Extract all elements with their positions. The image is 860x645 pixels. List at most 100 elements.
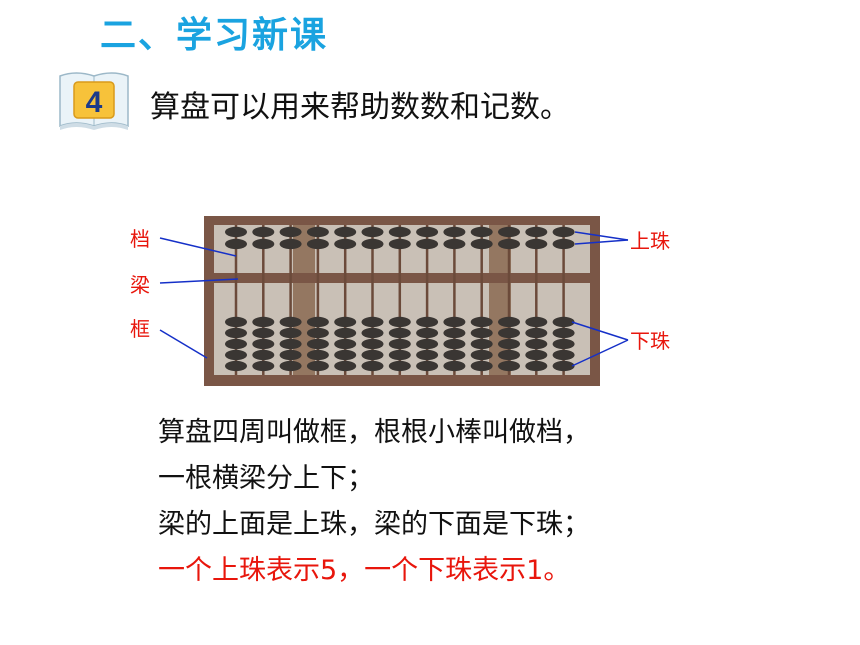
lower-bead [361, 316, 384, 328]
lower-bead [279, 316, 302, 328]
lower-bead [498, 349, 520, 361]
lower-bead [225, 360, 247, 372]
lower-bead [443, 349, 466, 361]
lower-bead [334, 349, 357, 361]
lower-bead [306, 338, 329, 350]
lower-bead [416, 349, 439, 361]
lower-bead [525, 338, 548, 350]
upper-bead [252, 238, 275, 250]
lower-bead [279, 360, 302, 372]
upper-bead [416, 226, 439, 238]
lower-bead [388, 338, 411, 350]
upper-bead [225, 226, 247, 238]
lower-bead [361, 338, 384, 350]
upper-bead [470, 238, 493, 250]
lower-bead [416, 327, 439, 339]
text-line-4-highlight: 一个上珠表示5，一个下珠表示1。 [158, 555, 571, 586]
lower-bead [388, 316, 411, 328]
upper-bead [470, 226, 493, 238]
lower-bead [252, 360, 275, 372]
lower-bead [525, 360, 548, 372]
lower-bead [388, 327, 411, 339]
upper-bead [498, 226, 520, 238]
lower-bead [552, 327, 575, 339]
lower-bead [252, 316, 275, 328]
lower-bead [498, 327, 520, 339]
upper-bead [361, 238, 384, 250]
upper-bead [443, 226, 466, 238]
beam-pointer-line [159, 278, 239, 284]
abacus-beads [225, 226, 575, 372]
lower-bead [443, 316, 466, 328]
lower-bead-label: 下珠 [630, 329, 670, 353]
upper-bead [552, 238, 575, 250]
lower-bead [279, 338, 302, 350]
lower-bead [225, 316, 247, 328]
lower-bead [252, 338, 275, 350]
lower-bead [388, 349, 411, 361]
lower-bead [279, 327, 302, 339]
frame-label: 框 [130, 317, 150, 341]
lower-bead [498, 316, 520, 328]
book-badge-icon: 4 [59, 72, 129, 130]
upper-bead [252, 226, 275, 238]
lower-bead [279, 349, 302, 361]
rod-pointer-line [159, 237, 237, 257]
text-line-1: 算盘四周叫做框，根根小棒叫做档， [158, 417, 590, 448]
lower-bead [443, 338, 466, 350]
lower-bead [334, 338, 357, 350]
upper-bead [279, 226, 302, 238]
lower-bead [443, 327, 466, 339]
lower-bead [552, 349, 575, 361]
upper-bead [306, 238, 329, 250]
lower-bead [552, 316, 575, 328]
upper-bead [416, 238, 439, 250]
badge-number: 4 [86, 86, 103, 119]
upper-bead [334, 238, 357, 250]
frame-pointer-line [159, 329, 208, 359]
lower-bead [361, 360, 384, 372]
lower-bead [498, 360, 520, 372]
lower-bead [525, 316, 548, 328]
upper-bead [498, 238, 520, 250]
beam-label: 梁 [130, 273, 150, 297]
lower-bead-pointer-line [571, 321, 629, 341]
lower-bead [416, 360, 439, 372]
lower-bead [552, 338, 575, 350]
upper-bead [225, 238, 247, 250]
lower-bead [252, 327, 275, 339]
intro-text: 算盘可以用来帮助数数和记数。 [150, 90, 570, 125]
upper-bead [306, 226, 329, 238]
text-line-2: 一根横梁分上下； [158, 463, 374, 494]
upper-bead [279, 238, 302, 250]
lower-bead [334, 360, 357, 372]
upper-bead [334, 226, 357, 238]
lower-bead [361, 327, 384, 339]
lower-bead [416, 338, 439, 350]
lower-bead [470, 360, 493, 372]
upper-bead [443, 238, 466, 250]
lower-bead [225, 327, 247, 339]
text-line-3: 梁的上面是上珠，梁的下面是下珠； [158, 509, 590, 540]
upper-bead-label: 上珠 [630, 229, 670, 253]
lower-bead-pointer-line [571, 339, 629, 367]
upper-bead [388, 238, 411, 250]
lower-bead [498, 338, 520, 350]
abacus-diagram: 档 梁 框 上珠 下珠 [130, 216, 670, 386]
rod-label: 档 [130, 227, 150, 251]
lower-bead [470, 338, 493, 350]
lower-bead [416, 316, 439, 328]
lower-bead [361, 349, 384, 361]
abacus-beam [214, 273, 590, 283]
lower-bead [470, 327, 493, 339]
lower-bead [525, 327, 548, 339]
lower-bead [306, 360, 329, 372]
upper-bead [388, 226, 411, 238]
upper-bead-pointer-line [574, 239, 629, 245]
lower-bead [306, 316, 329, 328]
upper-bead-pointer-line [574, 231, 629, 241]
lower-bead [470, 349, 493, 361]
lower-bead [552, 360, 575, 372]
lower-bead [388, 360, 411, 372]
lower-bead [306, 349, 329, 361]
